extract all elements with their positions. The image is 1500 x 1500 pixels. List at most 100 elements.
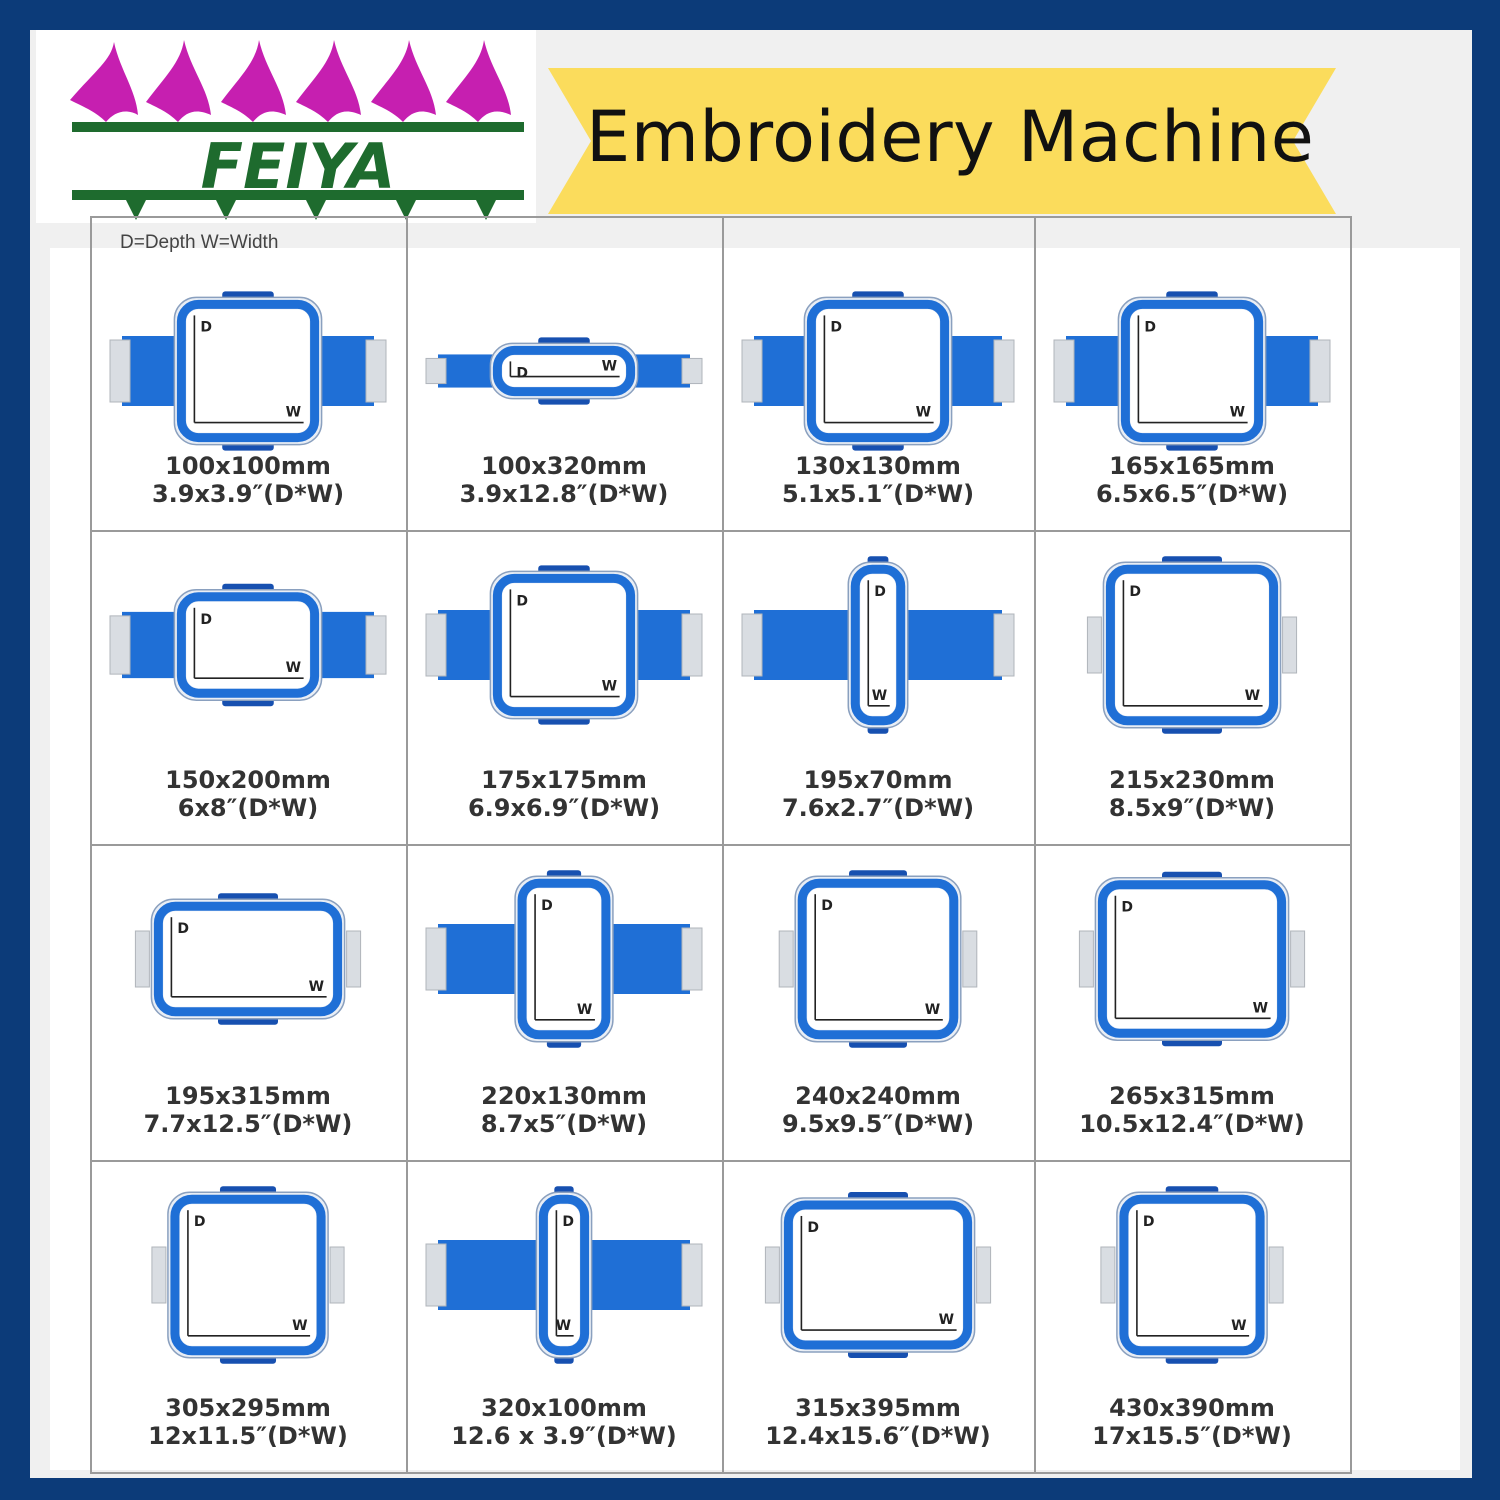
hoop-size-in: 5.1x5.1″(D*W) [781,480,975,508]
hoop-inner-ring [538,1194,590,1356]
hoop-bracket [764,1246,780,1304]
hoop-field [1107,889,1277,1029]
hoop-bracket [681,1243,703,1307]
hoop-bracket [1309,339,1331,403]
hoop-size-mm: 165x165mm [1109,452,1275,480]
hoop-size-mm: 130x130mm [795,452,961,480]
width-label: W [872,688,887,704]
hoop-inner-ring [797,878,959,1040]
hoop-size-in: 12.6 x 3.9″(D*W) [451,1422,677,1450]
hoop-icon: DW [109,583,387,707]
feiya-logo-icon: FEIYA [70,40,524,220]
depth-label: D [200,319,212,335]
hoop-size-mm: 305x295mm [165,1394,331,1422]
depth-label: D [874,584,886,600]
depth-label: D [516,593,528,609]
hoop-bracket [425,927,447,991]
hoop-size-in: 8.7x5″(D*W) [480,1110,648,1138]
hoop-bracket [151,1246,167,1304]
hoop-field [1115,574,1269,716]
hoop-size-in: 8.5x9″(D*W) [1108,794,1276,822]
width-label: W [286,660,301,676]
hoop-icon: DW [778,870,978,1048]
hoop-icon: DW [1078,871,1306,1047]
width-label: W [556,1318,571,1334]
width-label: W [602,679,617,695]
hoop-size-mm: 315x395mm [795,1394,961,1422]
width-label: W [286,405,301,421]
hoop-inner-ring [517,878,611,1040]
depth-label: D [516,365,528,381]
hoop-bracket [425,613,447,677]
hoop-field [860,574,896,716]
hoop-bracket [976,1246,992,1304]
hoop-field [527,888,601,1030]
hoop-icon: DW [741,291,1015,451]
hoop-size-mm: 150x200mm [165,766,331,794]
hoop-bracket [681,357,703,385]
hoop-bracket [1078,930,1094,988]
hoop-size-in: 7.7x12.5″(D*W) [143,1110,353,1138]
hoop-icon: DW [134,893,362,1025]
hoop-icon: DW [1086,556,1298,734]
grid-line [90,844,1352,846]
hoop-size-mm: 430x390mm [1109,1394,1275,1422]
hoop-inner-ring [850,564,906,726]
grid-line [90,216,1352,218]
depth-label: D [1143,1214,1155,1230]
hoop-inner-ring [1105,564,1279,726]
hoop-bracket [962,930,978,988]
width-label: W [925,1002,940,1018]
hoop-size-mm: 215x230mm [1109,766,1275,794]
hoop-size-mm: 265x315mm [1109,1082,1275,1110]
hoop-bracket [425,357,447,385]
hoop-field [502,583,626,707]
width-label: W [1253,1000,1268,1016]
depth-label: D [807,1220,819,1236]
hoop-inner-ring [1119,1194,1265,1356]
grid-line [90,1160,1352,1162]
hoop-icon: DW [425,565,703,725]
grid-line [90,1472,1352,1474]
hoop-icon: DW [1053,291,1331,451]
hoop-inner-ring [783,1200,973,1350]
hoop-bracket [365,339,387,403]
hoop-bracket [1053,339,1075,403]
hoop-field [816,309,940,433]
hoop-icon: DW [425,1186,703,1364]
grid-line [90,530,1352,532]
hoop-inner-ring [170,1194,326,1356]
hoop-size-in: 12x11.5″(D*W) [148,1422,348,1450]
hoop-icon: DW [764,1191,992,1359]
depth-label: D [562,1214,574,1230]
hoop-icon: DW [151,1186,345,1364]
hoop-icon: DW [425,870,703,1048]
hoop-inner-ring [492,345,636,397]
hoop-icon: DW [741,556,1015,734]
banner-title: Embroidery Machine [586,96,1315,178]
hoop-field [807,888,949,1030]
hoop-size-in: 3.9x12.8″(D*W) [459,480,669,508]
legend-note: D=Depth W=Width [120,232,279,253]
depth-label: D [194,1214,206,1230]
hoop-field [179,1204,317,1346]
hoop-icon: DW [1100,1186,1284,1364]
hoop-field [186,601,310,689]
hoop-bracket [1086,616,1102,674]
hoop-size-mm: 100x100mm [165,452,331,480]
hoop-size-in: 6.9x6.9″(D*W) [467,794,661,822]
hoop-bracket [425,1243,447,1307]
hoop-size-in: 6.5x6.5″(D*W) [1095,480,1289,508]
hoop-inner-ring [176,592,320,698]
